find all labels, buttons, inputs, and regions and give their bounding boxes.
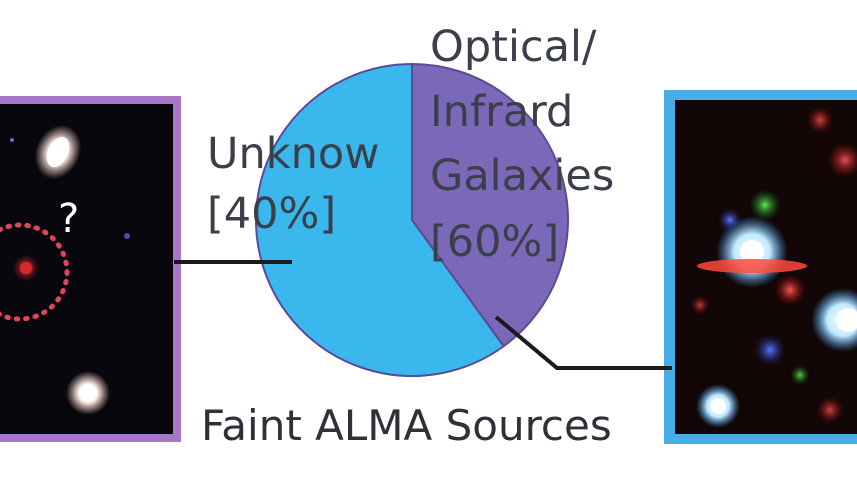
right-panel-sources	[690, 106, 857, 428]
slice-label-galaxies-line-3: Galaxies	[430, 151, 614, 201]
chart-title: Faint ALMA Sources	[201, 401, 612, 450]
slice-label-unknown-line-1: Unknow	[207, 129, 379, 179]
slice-label-galaxies: Optical/ Infrard Galaxies [60%]	[430, 22, 628, 267]
pie-slice-galaxies	[255, 62, 506, 377]
left-panel: ?	[0, 96, 181, 442]
pie-slice-unknown	[411, 62, 569, 348]
slice-label-unknown-line-2: [40%]	[207, 189, 336, 239]
connector-line-galaxies	[494, 315, 672, 370]
slice-label-unknown: Unknow [40%]	[207, 129, 393, 239]
slice-label-galaxies-line-1: Optical/	[430, 22, 597, 72]
slice-label-galaxies-line-4: [60%]	[430, 217, 559, 267]
slice-label-galaxies-line-2: Infrard	[430, 87, 573, 137]
pie-chart	[255, 62, 569, 377]
detection-marker-circle	[0, 222, 70, 322]
left-panel-sources	[10, 124, 130, 415]
unknown-question-mark: ?	[58, 196, 79, 242]
right-panel	[664, 90, 857, 444]
